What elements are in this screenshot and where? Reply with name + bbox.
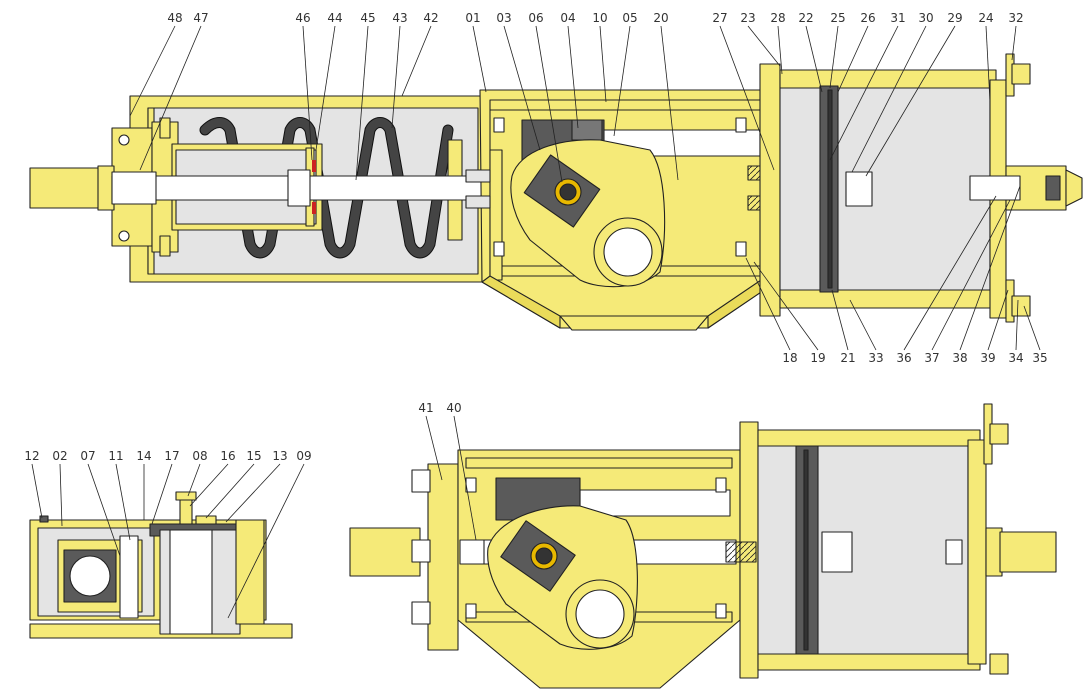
part-label: 05 <box>622 11 637 25</box>
part-label: 44 <box>327 11 342 25</box>
pneumatic-cylinder <box>759 53 1031 323</box>
part-label: 09 <box>296 449 311 463</box>
part-label: 06 <box>528 11 543 25</box>
secondary-view: 41 40 <box>349 401 1057 689</box>
main-top-leaders <box>129 25 1017 183</box>
rod-nut-left <box>287 169 311 207</box>
part-label: 19 <box>810 351 825 365</box>
part-label: 45 <box>360 11 375 25</box>
part-label: 37 <box>924 351 939 365</box>
part-label: 31 <box>890 11 905 25</box>
side-view-leaders <box>31 463 305 619</box>
main-sectional-view: 48 47 46 44 45 43 42 01 03 06 04 10 05 2… <box>29 11 1083 365</box>
outer-spring <box>199 117 454 259</box>
part-label: 39 <box>980 351 995 365</box>
part-label: 35 <box>1032 351 1047 365</box>
part-label: 03 <box>496 11 511 25</box>
part-label: 26 <box>860 11 875 25</box>
part-label: 48 <box>167 11 182 25</box>
part-label: 24 <box>978 11 993 25</box>
part-label: 16 <box>220 449 235 463</box>
secondary-view-labels: 41 40 <box>418 401 461 415</box>
part-label: 04 <box>560 11 575 25</box>
main-bottom-leaders <box>745 185 1041 351</box>
part-label: 36 <box>896 351 911 365</box>
body-bolts <box>493 117 747 257</box>
part-label: 21 <box>840 351 855 365</box>
part-label: 11 <box>108 449 123 463</box>
red-seal-upper <box>312 160 316 172</box>
main-top-labels: 48 47 46 44 45 43 42 01 03 06 04 10 05 2… <box>167 11 1023 25</box>
piston <box>819 85 873 293</box>
part-label: 20 <box>653 11 668 25</box>
part-label: 30 <box>918 11 933 25</box>
part-label: 25 <box>830 11 845 25</box>
part-label: 07 <box>80 449 95 463</box>
part-label: 10 <box>592 11 607 25</box>
part-label: 13 <box>272 449 287 463</box>
guide-pin <box>465 195 491 209</box>
part-label: 18 <box>782 351 797 365</box>
part-label: 34 <box>1008 351 1023 365</box>
part-label: 12 <box>24 449 39 463</box>
part-label: 43 <box>392 11 407 25</box>
left-shaft-extension <box>29 165 115 211</box>
part-label: 29 <box>947 11 962 25</box>
rod-end-bush <box>111 171 157 205</box>
part-label: 14 <box>136 449 151 463</box>
side-view: 12 02 07 11 14 17 08 16 15 13 09 <box>24 449 312 639</box>
red-seal-lower <box>312 202 316 214</box>
part-label: 47 <box>193 11 208 25</box>
part-label: 15 <box>246 449 261 463</box>
scotch-yoke <box>510 139 666 288</box>
part-label: 02 <box>52 449 67 463</box>
part-label: 17 <box>164 449 179 463</box>
part-label: 22 <box>798 11 813 25</box>
part-label: 01 <box>465 11 480 25</box>
part-label: 38 <box>952 351 967 365</box>
part-label: 40 <box>446 401 461 415</box>
part-label: 46 <box>295 11 310 25</box>
guide-pin <box>465 169 491 183</box>
part-label: 08 <box>192 449 207 463</box>
secondary-view-leaders <box>425 415 477 541</box>
end-stop-screw <box>969 165 1083 211</box>
part-label: 23 <box>740 11 755 25</box>
part-label: 27 <box>712 11 727 25</box>
part-label: 32 <box>1008 11 1023 25</box>
main-bottom-labels: 18 19 21 33 36 37 38 39 34 35 <box>782 351 1047 365</box>
part-label: 33 <box>868 351 883 365</box>
part-label: 42 <box>423 11 438 25</box>
part-label: 28 <box>770 11 785 25</box>
part-label: 41 <box>418 401 433 415</box>
side-view-labels: 12 02 07 11 14 17 08 16 15 13 09 <box>24 449 311 463</box>
